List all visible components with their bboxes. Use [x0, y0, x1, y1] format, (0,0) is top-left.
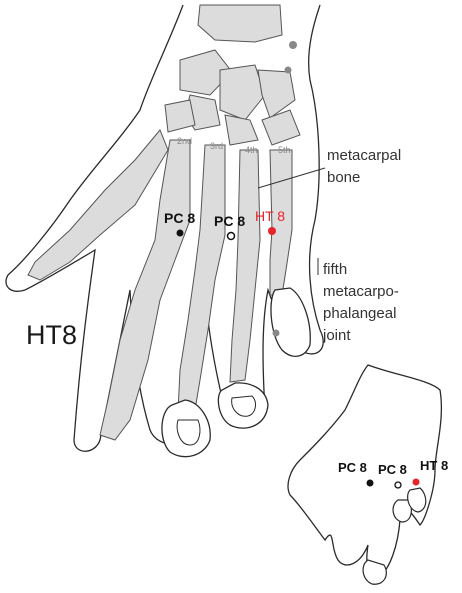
pc8-label: PC 8	[164, 210, 196, 226]
joint-label-1: fifth	[323, 261, 348, 278]
grey-marker-lower	[284, 66, 292, 74]
carpal-bones	[164, 4, 301, 146]
pc8-open-dot	[226, 231, 236, 241]
pc8-open-label: PC 8	[214, 213, 246, 229]
inset-pc8-open-dot	[394, 481, 402, 489]
digit-label-2nd: 2nd	[177, 136, 193, 146]
metacarpal-label-2: bone	[327, 169, 361, 186]
joint-label-4: joint	[323, 327, 351, 344]
joint-label-3: phalangeal	[323, 305, 397, 322]
joint-label-2: metacarpo-	[323, 283, 399, 300]
fingertips	[161, 287, 311, 458]
digit-label-4th: 4th	[245, 145, 258, 155]
inset-ht8-dot	[412, 478, 420, 486]
grey-marker-upper	[289, 41, 297, 49]
inset-ht8-label: HT 8	[420, 458, 449, 473]
digit-label-3rd: 3rd	[210, 141, 224, 151]
inset-hand-outline	[287, 364, 443, 581]
inset-pc8-open-label: PC 8	[378, 462, 407, 477]
inset-fingers	[362, 487, 427, 585]
joint-marker	[272, 329, 280, 337]
inset-pc8-label: PC 8	[338, 460, 367, 475]
ht8-dot	[268, 227, 276, 235]
inset-pc8-dot	[366, 479, 374, 487]
diagram-title: HT8	[26, 320, 78, 350]
finger-bones	[27, 129, 293, 441]
metacarpal-label-1: metacarpal	[327, 147, 402, 164]
metacarpal-pointer	[257, 167, 326, 189]
digit-label-5th: 5th	[278, 145, 291, 155]
pc8-dot	[176, 229, 184, 237]
ht8-label: HT 8	[255, 208, 286, 224]
